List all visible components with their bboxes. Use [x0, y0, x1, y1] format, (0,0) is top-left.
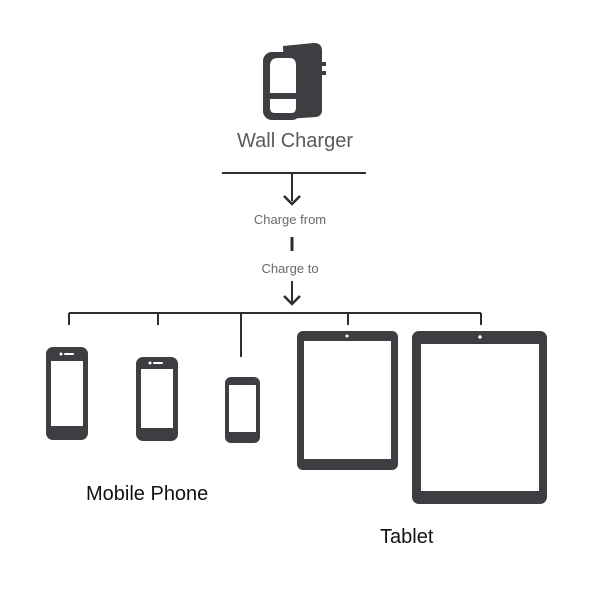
tablet-icon [297, 331, 398, 470]
charge-from-label: Charge from [253, 212, 327, 227]
charge-to-label: Charge to [261, 261, 319, 276]
wall-charger-label: Wall Charger [237, 130, 353, 152]
tablet-icon [412, 331, 547, 504]
wall-charger-icon [263, 43, 326, 120]
connector-lines [68, 172, 482, 357]
mobile-phone-icon [136, 357, 178, 441]
tablet-label: Tablet [380, 526, 434, 548]
mobile-phone-icon [225, 377, 260, 443]
mobile-phone-label: Mobile Phone [86, 483, 209, 505]
mobile-phone-icon [46, 347, 88, 440]
